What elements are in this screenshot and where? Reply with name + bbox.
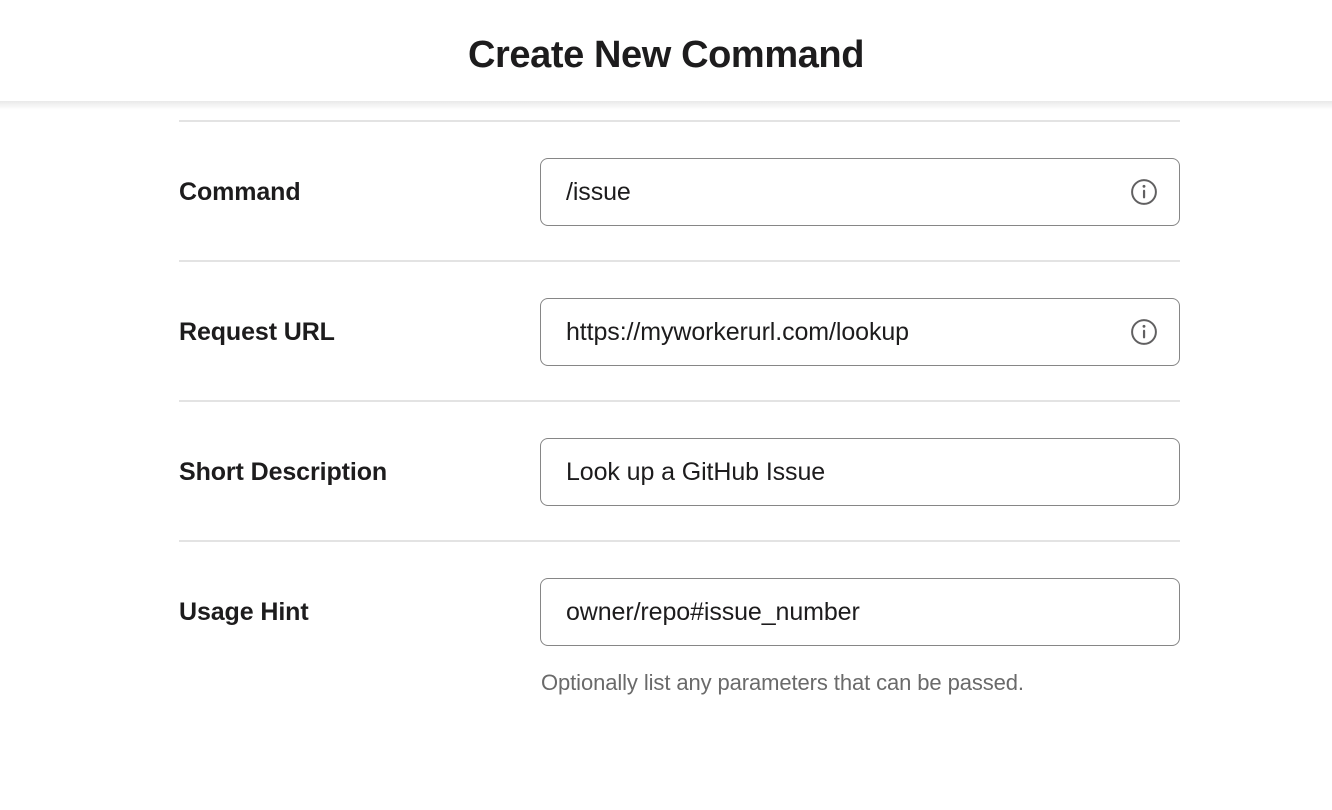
field-column-usage-hint: owner/repo#issue_number Optionally list … [540, 578, 1180, 696]
field-label-usage-hint: Usage Hint [179, 598, 309, 626]
info-circle-icon[interactable] [1130, 178, 1158, 206]
command-input[interactable]: /issue [540, 158, 1180, 226]
field-label-command: Command [179, 178, 301, 206]
request-url-input[interactable]: https://myworkerurl.com/lookup [540, 298, 1180, 366]
form-row-command: Command /issue [179, 120, 1180, 260]
short-description-input[interactable]: Look up a GitHub Issue [540, 438, 1180, 506]
field-label-short-description: Short Description [179, 458, 388, 486]
page-title: Create New Command [467, 34, 865, 76]
info-circle-icon[interactable] [1130, 318, 1158, 346]
usage-hint-input-value: owner/repo#issue_number [566, 599, 860, 625]
form-row-request-url: Request URL https://myworkerurl.com/look… [179, 260, 1180, 400]
usage-hint-input[interactable]: owner/repo#issue_number [540, 578, 1180, 646]
page-header: Create New Command [0, 0, 1332, 110]
form-row-usage-hint: Usage Hint owner/repo#issue_number Optio… [179, 540, 1180, 730]
field-label-request-url: Request URL [179, 318, 335, 346]
field-column-command: /issue [540, 158, 1180, 226]
field-column-request-url: https://myworkerurl.com/lookup [540, 298, 1180, 366]
field-column-short-description: Look up a GitHub Issue [540, 438, 1180, 506]
command-input-value: /issue [566, 179, 631, 205]
form-row-short-description: Short Description Look up a GitHub Issue [179, 400, 1180, 540]
short-description-input-value: Look up a GitHub Issue [566, 459, 826, 485]
usage-hint-help-text: Optionally list any parameters that can … [541, 670, 1024, 695]
command-form: Command /issue Request URL https://mywor… [0, 110, 1332, 730]
request-url-input-value: https://myworkerurl.com/lookup [566, 319, 909, 345]
